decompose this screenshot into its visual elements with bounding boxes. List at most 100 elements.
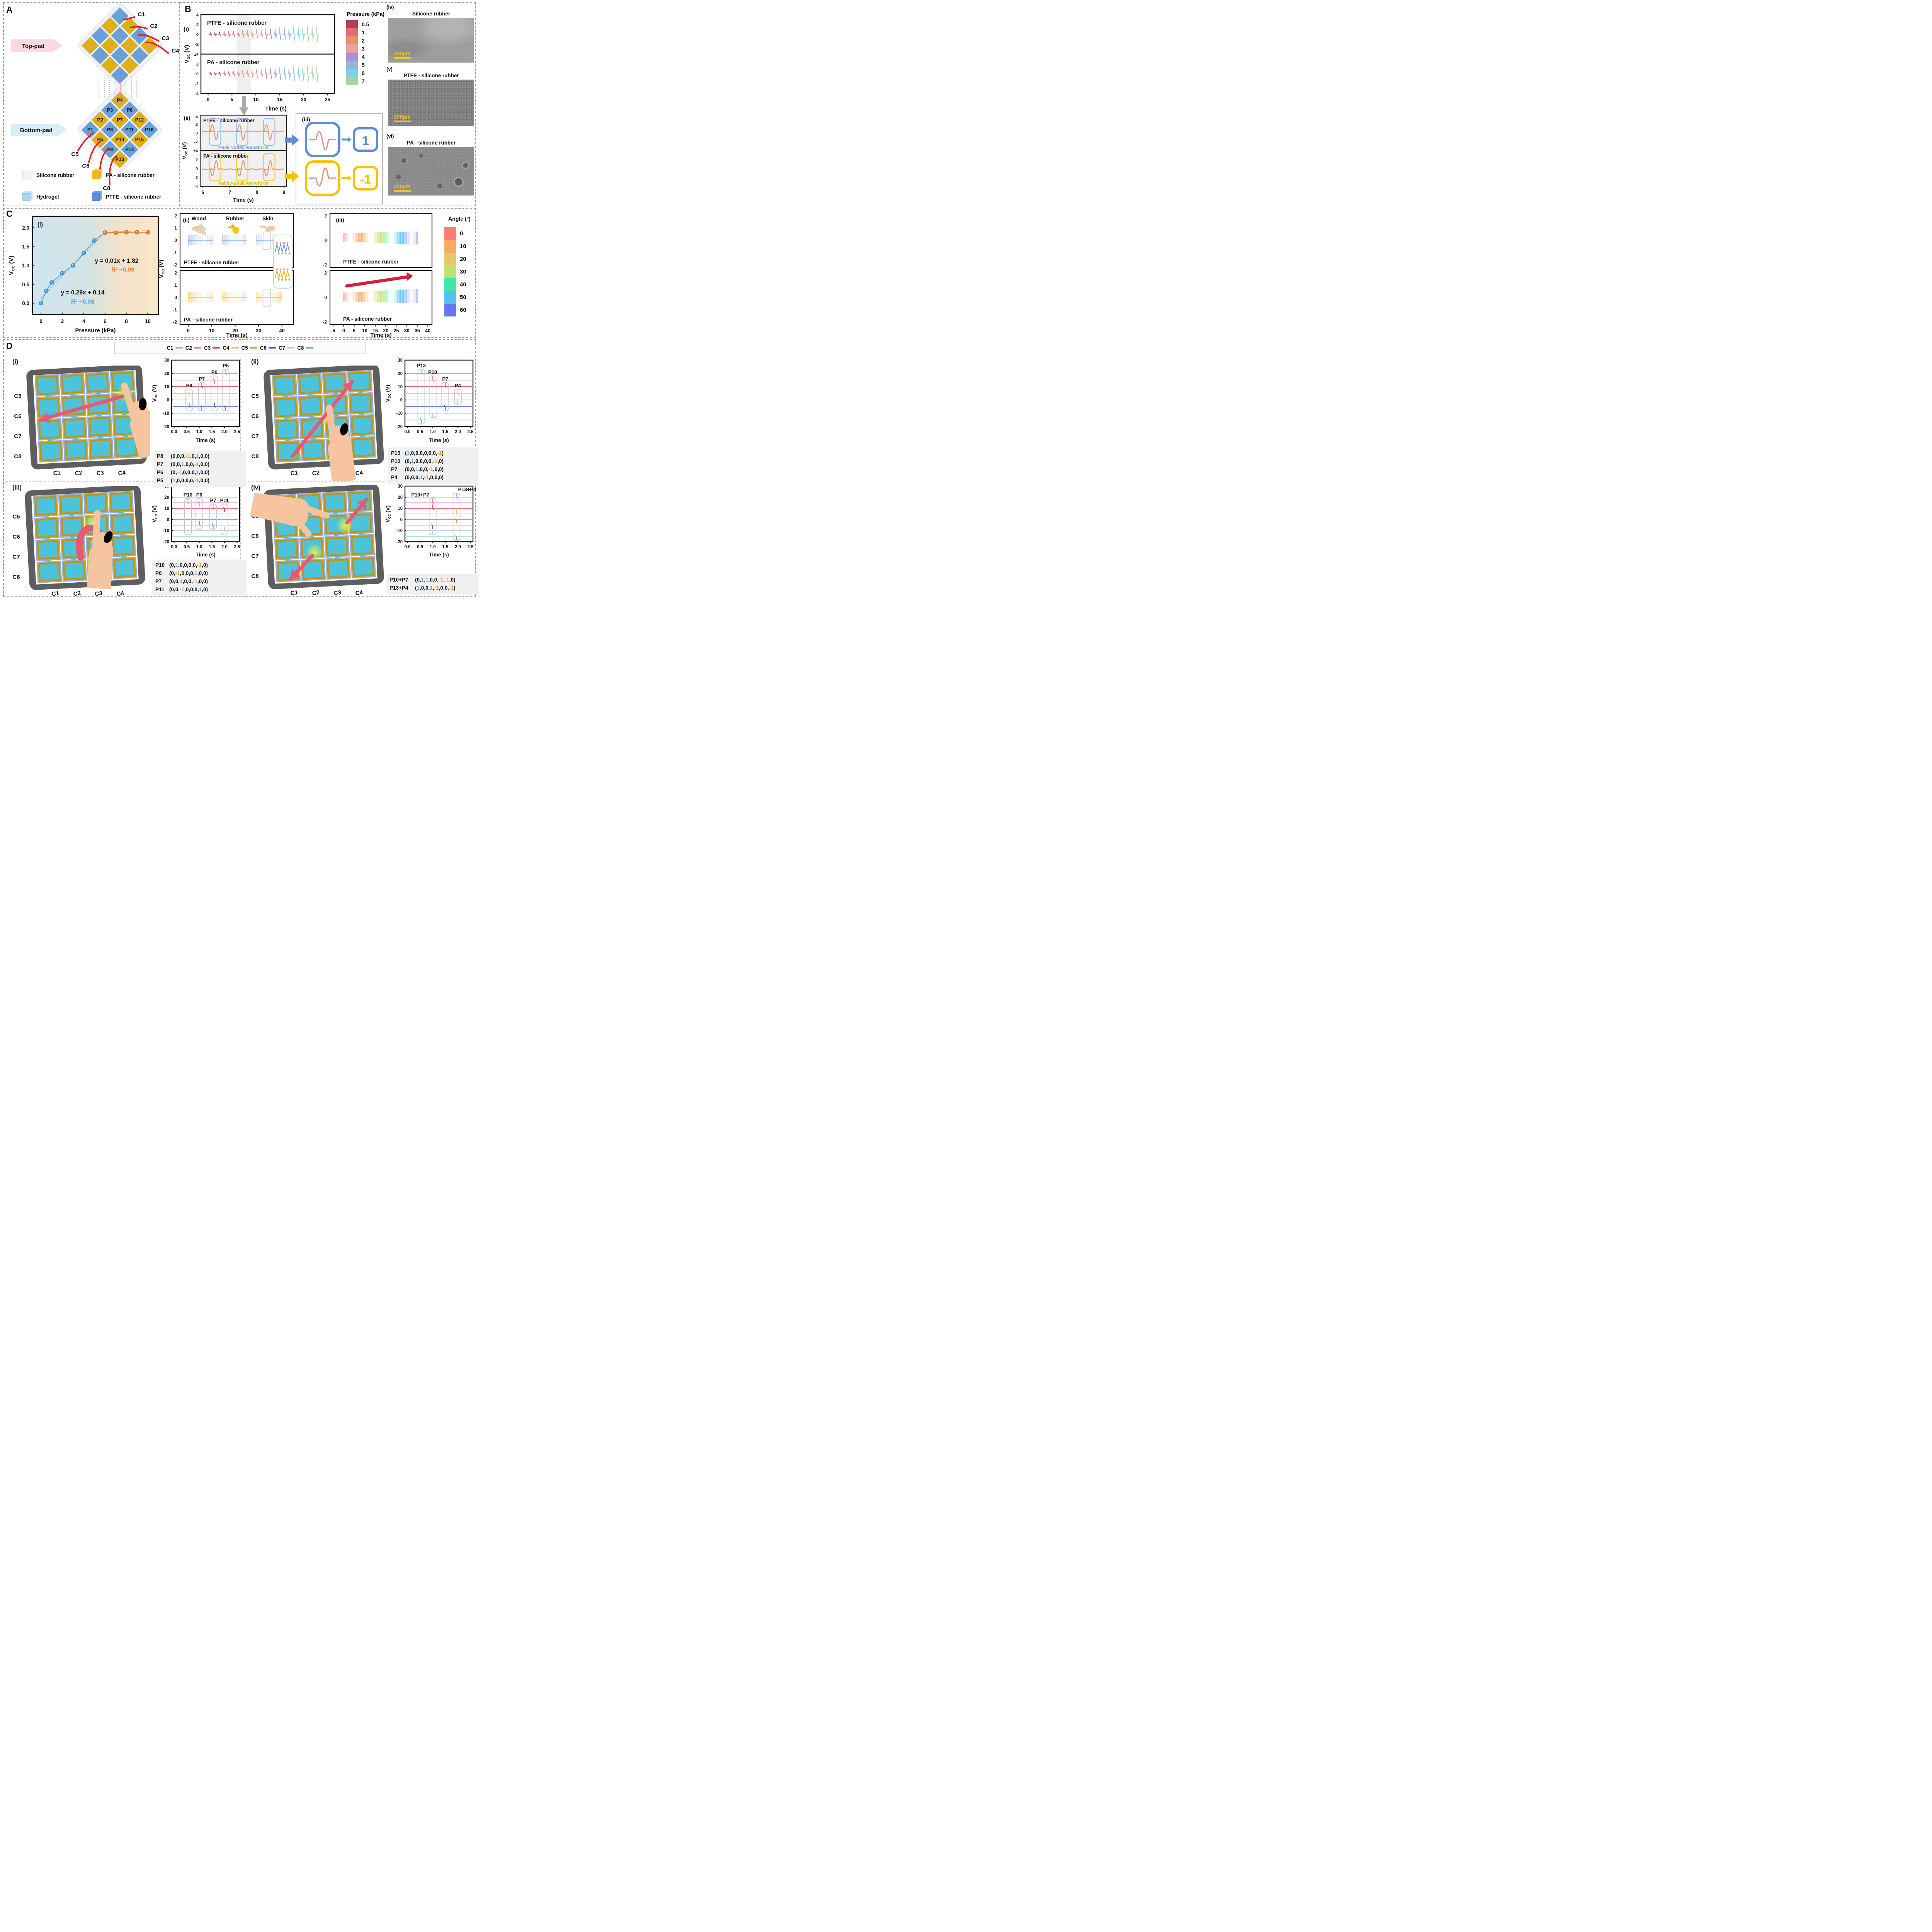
sub-label-c-iii: (iii): [336, 217, 344, 223]
channel-label-C1: C1: [138, 11, 145, 18]
svg-text:-10: -10: [396, 529, 403, 533]
pixel-label: P6: [107, 127, 113, 133]
channel-legend-item-C3: C3: [204, 345, 220, 351]
x-axis-label: Pressure (kPa): [75, 327, 116, 334]
device-channel-C8: C8: [14, 453, 21, 460]
svg-text:-4: -4: [194, 184, 198, 189]
svg-text:2: 2: [196, 122, 198, 127]
y-axis-label: VOC (V): [8, 256, 16, 276]
device-channel-C8: C8: [251, 573, 259, 580]
svg-text:25: 25: [394, 328, 399, 333]
svg-text:1.5: 1.5: [209, 545, 215, 549]
svg-text:0: 0: [196, 72, 199, 77]
svg-text:0: 0: [174, 238, 177, 243]
pixel-label: P12: [135, 117, 144, 123]
valley-peak-box: [236, 153, 248, 181]
svg-text:2.0: 2.0: [22, 225, 29, 231]
valley-peak-box: [263, 153, 276, 181]
svg-text:-2: -2: [195, 82, 199, 87]
sem-vi-image: 200µm: [388, 147, 474, 196]
svg-text:-2: -2: [323, 262, 327, 268]
svg-text:5: 5: [353, 328, 355, 333]
svg-text:2: 2: [174, 270, 177, 276]
svg-text:4: 4: [82, 318, 85, 324]
wood-icon: [191, 224, 206, 235]
event-label-P8: P8: [186, 383, 192, 388]
pixel-label: P8: [127, 107, 133, 113]
equation-2: y = 0.29x + 0.14: [61, 289, 105, 296]
c-ii-bottom-title: PA - silicone rubber: [184, 317, 233, 323]
flow-arrow-yellow: [285, 174, 292, 179]
channel-label-C6: C6: [82, 163, 89, 169]
svg-text:-10: -10: [163, 529, 169, 533]
x-axis-label: Time (s): [233, 197, 253, 203]
device-channel-C6: C6: [251, 533, 259, 539]
device-channel-C2: C2: [75, 469, 83, 477]
channel-legend-item-C4: C4: [223, 345, 239, 351]
svg-text:0: 0: [187, 328, 190, 333]
device-channel-C3: C3: [96, 469, 104, 477]
event-label-P7: P7: [210, 498, 216, 503]
event-box: [429, 375, 437, 418]
hand-illustration: [250, 493, 330, 537]
sem-vi-label: (vi): [386, 133, 394, 139]
device-channel-C1: C1: [51, 590, 60, 597]
svg-text:-2: -2: [173, 320, 177, 325]
device-channel-C4: C4: [355, 469, 364, 477]
svg-text:0.0: 0.0: [22, 301, 29, 306]
svg-text:9: 9: [283, 190, 286, 195]
d-i-label: (i): [12, 359, 19, 365]
svg-text:30: 30: [256, 328, 261, 333]
svg-text:10: 10: [398, 507, 403, 511]
sub-label-c-ii: (ii): [183, 217, 189, 223]
top-pad-label: Top-pad: [22, 43, 44, 49]
sem-v-title: PTFE - silicone rubber: [403, 73, 459, 78]
pixel-vector-P7: P7(0,0,1,0,0,-1,0,0): [157, 461, 209, 467]
pixel-label: P4: [117, 98, 122, 103]
pressure-entry: 2: [346, 36, 396, 44]
pressure-entry: 1: [346, 28, 396, 36]
device-channel-C3: C3: [333, 589, 342, 597]
svg-text:2.5: 2.5: [234, 545, 240, 549]
zoom-box: [262, 289, 271, 307]
svg-text:20: 20: [164, 371, 169, 376]
svg-text:0: 0: [196, 32, 199, 37]
pressure-colorbar-title: Pressure (kPa): [346, 11, 385, 17]
svg-text:2.0: 2.0: [455, 545, 461, 549]
svg-text:-20: -20: [396, 540, 403, 544]
event-label-P13+P4: P13+P4: [458, 486, 476, 492]
svg-text:-20: -20: [163, 540, 169, 544]
svg-text:1.0: 1.0: [22, 263, 29, 269]
y-axis-label: VOC (V): [385, 385, 391, 402]
device-channel-C7: C7: [12, 554, 20, 560]
pressure-entry: 6: [346, 69, 396, 77]
c-iii-top-title: PTFE - silicone rubber: [343, 259, 399, 265]
pixel-vector-P8: P8(0,0,0,-1,0,1,0,0): [157, 453, 209, 459]
svg-text:0.5: 0.5: [184, 430, 190, 434]
pixel-vector-P6: P6(0,-1,0,0,0,1,0,0): [155, 570, 208, 576]
svg-text:0.0: 0.0: [405, 545, 411, 549]
event-box: [184, 498, 192, 536]
svg-text:35: 35: [415, 328, 420, 333]
event-label-P10+P7: P10+P7: [411, 492, 429, 498]
svg-text:2.5: 2.5: [467, 545, 474, 549]
channel-label-C3: C3: [162, 35, 169, 42]
device-channel-C8: C8: [251, 453, 259, 460]
angle-entry: 30: [444, 265, 476, 278]
sub-label-iii: (iii): [302, 116, 310, 122]
svg-text:2: 2: [196, 62, 199, 67]
event-label-P5: P5: [223, 362, 229, 368]
sensor-tablet: [25, 486, 145, 590]
pixel-vector-P11: P11(0,0,-1,0,0,0,1,0): [155, 586, 208, 592]
sem-silicone-rubber: (iv) Silicone rubber 200µm: [386, 4, 476, 63]
svg-text:1.0: 1.0: [196, 545, 202, 549]
legend-cube: [91, 168, 103, 180]
sub-label-i: (i): [184, 26, 189, 32]
svg-text:-20: -20: [163, 425, 169, 429]
peak-valley-caption: Peak-valley waveform: [218, 145, 269, 150]
